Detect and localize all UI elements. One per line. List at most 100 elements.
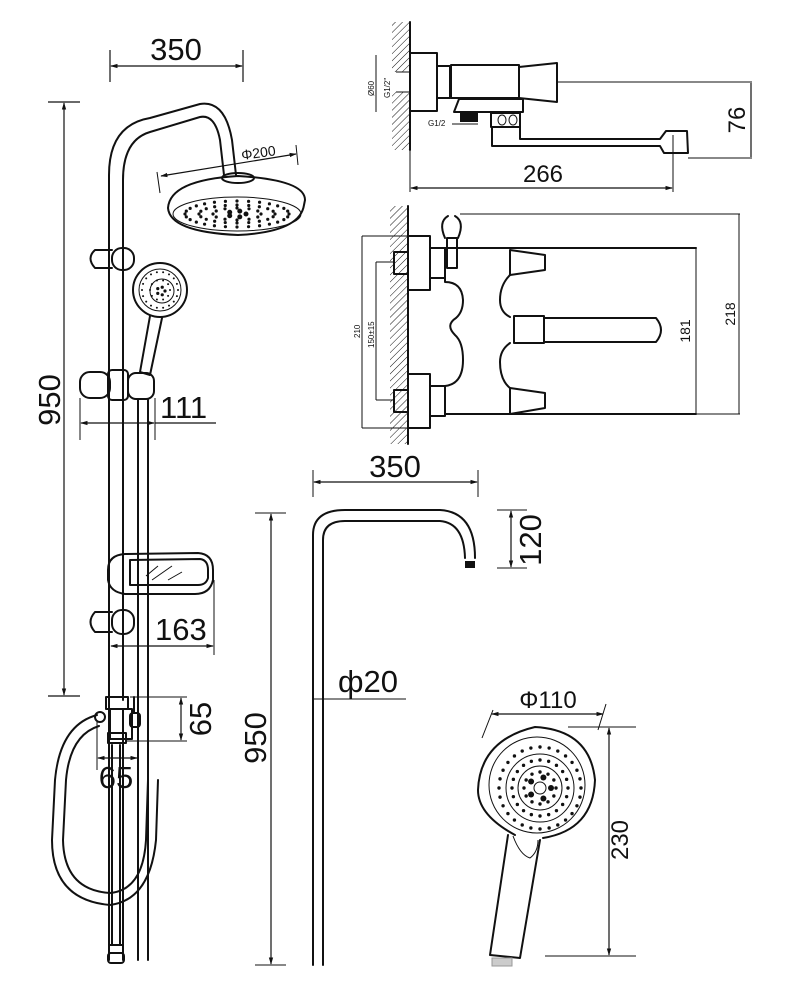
nozzle-dot (512, 818, 517, 822)
diverter-valve (94, 696, 141, 744)
nozzle-dot (529, 746, 533, 750)
riser-pipe-inner (122, 115, 225, 701)
nozzle-dot (160, 293, 164, 297)
nozzle-dot (149, 289, 151, 291)
nozzle-dot (145, 277, 148, 280)
nozzle-dot (235, 199, 239, 203)
soap-dish (107, 552, 214, 595)
nozzle-dot (257, 205, 261, 209)
nozzle-dot (522, 786, 526, 790)
nozzle-dot (564, 794, 569, 799)
nozzle-dot (237, 214, 243, 220)
nozzle-dot (575, 804, 579, 808)
nozzle-dot (223, 207, 227, 211)
nozzle-dot (515, 802, 520, 807)
nozzle-dot (529, 759, 534, 764)
nozzle-dot (237, 208, 243, 214)
nozzle-dot (168, 304, 170, 307)
nozzle-dot (169, 289, 171, 291)
nozzle-dot (223, 217, 227, 221)
nozzle-dot (286, 209, 290, 213)
nozzle-dot (538, 827, 542, 831)
nozzle-dot (257, 224, 262, 228)
nozzle-dot (175, 282, 178, 285)
nozzle-dot (213, 219, 217, 223)
nozzle-dot (267, 202, 272, 206)
nozzle-dot (515, 769, 520, 774)
nozzle-dot (204, 207, 208, 211)
nozzle-dot (197, 212, 201, 216)
nozzle-dot (547, 826, 551, 830)
label-outer-span: 210 (353, 324, 362, 338)
nozzle-dot (155, 271, 158, 274)
label-flange-diameter: Ø60 (367, 80, 376, 96)
nozzle-dot (214, 215, 218, 219)
label-total-height-mixer: 218 (722, 302, 738, 326)
nozzle-dot (538, 745, 542, 749)
riser-pipe-outer (108, 102, 237, 701)
rain-head-nozzles (183, 199, 291, 229)
nozzle-dot (183, 212, 187, 216)
nozzle-dot (223, 220, 227, 225)
nozzle-dot (155, 298, 158, 301)
nozzle-dot (202, 222, 207, 226)
nozzle-dot (552, 794, 556, 798)
nozzle-dot (556, 823, 560, 827)
nozzle-dot (560, 802, 565, 807)
nozzle-dot (247, 207, 251, 211)
nozzle-dot (172, 277, 175, 280)
dimension-diverter-height: 65 (126, 696, 218, 742)
nozzle-dot (570, 811, 574, 816)
nozzle-dot (177, 289, 179, 291)
nozzle-dot (273, 212, 277, 216)
hand-shower-small (132, 262, 188, 376)
mixer-side-view: Ø60 G1/2" G1/2 266 76 (367, 21, 752, 192)
nozzle-dot (286, 215, 290, 219)
nozzle-dot (162, 271, 165, 274)
nozzle-dot (540, 795, 547, 802)
nozzle-dot (235, 206, 239, 210)
hand-shower-hook (441, 215, 462, 239)
nozzle-dot (579, 786, 583, 790)
nozzle-dot (199, 209, 203, 213)
label-hand-shower-length: 230 (607, 820, 634, 860)
wall-bracket-lower (89, 609, 135, 635)
nozzle-dot (547, 746, 551, 750)
nozzle-dot (554, 808, 559, 813)
nozzle-dot (546, 759, 551, 764)
dimension-soap-dish-offset: 163 (110, 580, 215, 655)
nozzle-dot (546, 772, 550, 776)
nozzle-dot (150, 294, 153, 297)
label-total-height: 950 (32, 374, 67, 426)
nozzle-dot (155, 279, 158, 282)
nozzle-dot (235, 225, 239, 229)
label-holder-offset: 111 (160, 390, 207, 425)
label-outlet-thread: G1/2 (428, 119, 446, 128)
nozzle-dot (227, 209, 233, 215)
nozzle-dot (150, 273, 152, 276)
dimension-diverter-width: 65 (96, 720, 139, 795)
nozzle-dot (552, 778, 556, 782)
label-hand-head-diameter: Φ110 (519, 687, 576, 714)
nozzle-dot (529, 812, 534, 817)
nozzle-dot (167, 283, 170, 286)
nozzle-dot (247, 220, 251, 225)
nozzle-dot (521, 808, 526, 813)
hand-shower-nozzles (497, 745, 583, 831)
label-diverter-height: 65 (183, 702, 218, 736)
nozzle-dot (188, 206, 192, 210)
nozzle-dot (540, 774, 547, 781)
nozzle-dot (563, 818, 568, 822)
nozzle-dot (172, 300, 175, 303)
nozzle-dot (530, 800, 534, 804)
label-pipe-diameter: ф20 (338, 664, 398, 699)
nozzle-dot (570, 760, 574, 765)
nozzle-dot (566, 786, 570, 790)
nozzle-dot (506, 760, 510, 765)
nozzle-dot (162, 306, 165, 309)
nozzle-dot (524, 778, 528, 782)
nozzle-dot (223, 225, 228, 229)
nozzle-dot (246, 225, 251, 229)
nozzle-dot (563, 754, 568, 758)
nozzle-dot (497, 786, 501, 790)
